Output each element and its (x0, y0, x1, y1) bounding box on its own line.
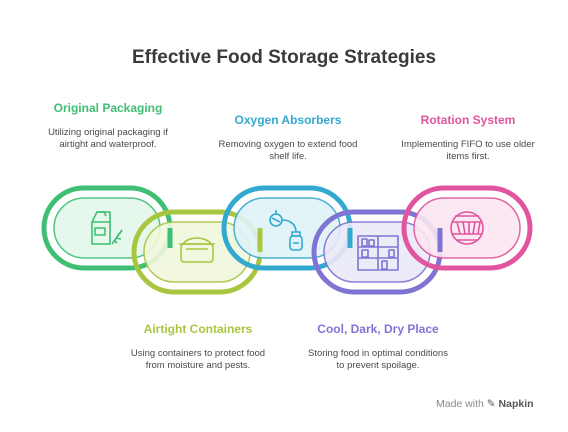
milk-carton-icon (91, 211, 123, 245)
oxygen-absorber-icon (269, 210, 303, 251)
label-cool-dark-dry: Cool, Dark, Dry Place (317, 322, 439, 336)
napkin-logo-icon: ✎ (486, 398, 496, 410)
pantry-shelf-icon (357, 235, 399, 271)
label-airtight-containers: Airtight Containers (143, 322, 253, 336)
desc-cool-dark-dry: Storing food in optimal conditions to pr… (308, 348, 448, 371)
made-with-napkin[interactable]: Made with ✎ Napkin (436, 398, 534, 410)
page-title: Effective Food Storage Strategies (131, 47, 437, 68)
airtight-container-icon (179, 237, 215, 263)
label-rotation-system: Rotation System (420, 113, 516, 127)
rotation-basket-icon (450, 211, 484, 245)
desc-rotation-system: Implementing FIFO to use older items fir… (401, 139, 535, 162)
desc-oxygen-absorbers: Removing oxygen to extend food shelf lif… (218, 139, 358, 162)
napkin-brand: Napkin (498, 398, 534, 410)
label-original-packaging: Original Packaging (53, 101, 163, 115)
desc-original-packaging: Utilizing original packaging if airtight… (48, 127, 168, 150)
desc-airtight-containers: Using containers to protect food from mo… (130, 348, 266, 371)
label-oxygen-absorbers: Oxygen Absorbers (234, 113, 342, 127)
made-with-text: Made with (436, 398, 484, 410)
